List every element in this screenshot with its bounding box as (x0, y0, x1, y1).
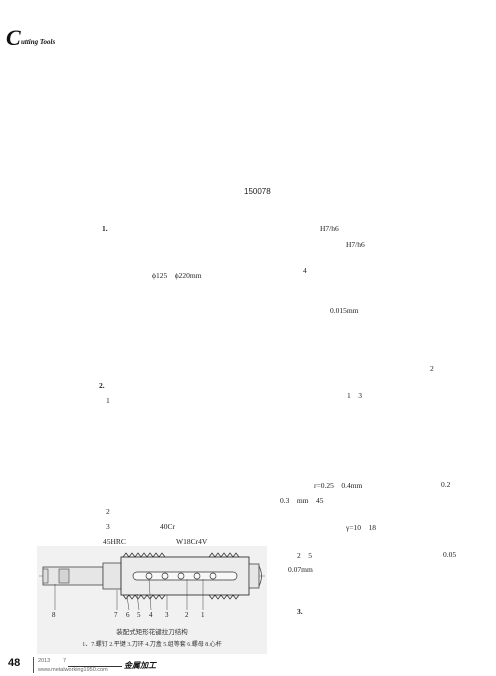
header-brand-rest: utting Tools (21, 38, 56, 46)
material-40cr: 40Cr (160, 522, 175, 531)
callout-1: 1 (201, 611, 205, 619)
broach-drawing (39, 552, 265, 611)
rake-angle: γ=10 18 (346, 523, 377, 532)
header-brand-initial: C (6, 25, 21, 50)
hardness: 45HRC (103, 537, 126, 546)
callout-8: 8 (52, 611, 56, 619)
tolerance-c: 0.07mm (288, 565, 313, 574)
callout-6: 6 (126, 611, 130, 619)
footer-website[interactable]: www.metalworking1950.com (38, 667, 108, 673)
tolerance-a: 0.015mm (330, 306, 359, 315)
section-heading-3: 3. (297, 607, 303, 616)
range-1-3: 1 3 (347, 391, 362, 400)
footer-rule (68, 666, 122, 667)
section-heading-1: 1. (102, 224, 108, 233)
footer-issue: 7 (63, 658, 67, 664)
section-heading-2: 2. (99, 381, 105, 390)
callout-5: 5 (137, 611, 141, 619)
figure-caption-title: 装配式矩形花键拉刀结构 (116, 629, 188, 636)
number-3: 3 (106, 522, 110, 531)
figure-caption-parts: 1、7.螺钉 2.平键 3.刀环 4.刀盒 5.组等套 6.螺母 8.心杆 (82, 642, 222, 648)
footer-separator (33, 657, 34, 673)
range-2-5: 2 5 (297, 551, 312, 560)
page-number: 48 (8, 657, 21, 669)
diameter-range: ϕ125 ϕ220mm (152, 271, 202, 280)
number-2b: 2 (106, 507, 110, 516)
callout-3: 3 (165, 611, 169, 619)
article-code: 150078 (244, 187, 271, 196)
value-0-2: 0.2 (441, 480, 451, 489)
number-4: 4 (303, 266, 307, 275)
value-range: 0.3 mm 45 (280, 496, 324, 505)
fit-spec-b: H7/h6 (346, 240, 365, 249)
broach-figure: 8 7 6 5 4 3 2 1 装配式矩形花键拉刀结构 1、7.螺钉 2.平键 … (37, 546, 267, 654)
footer-brand: 金属加工 (124, 661, 156, 670)
number-2a: 2 (430, 364, 434, 373)
tolerance-b: 0.05 (443, 550, 457, 559)
callout-2: 2 (185, 611, 189, 619)
fit-spec-a: H7/h6 (320, 224, 339, 233)
callout-7: 7 (114, 611, 118, 619)
callout-4: 4 (149, 611, 153, 619)
rounding-radius: r=0.25 0.4mm (314, 481, 363, 490)
footer-year: 2013 (38, 658, 51, 664)
number-1a: 1 (106, 396, 110, 405)
material-w18cr4v: W18Cr4V (176, 537, 208, 546)
